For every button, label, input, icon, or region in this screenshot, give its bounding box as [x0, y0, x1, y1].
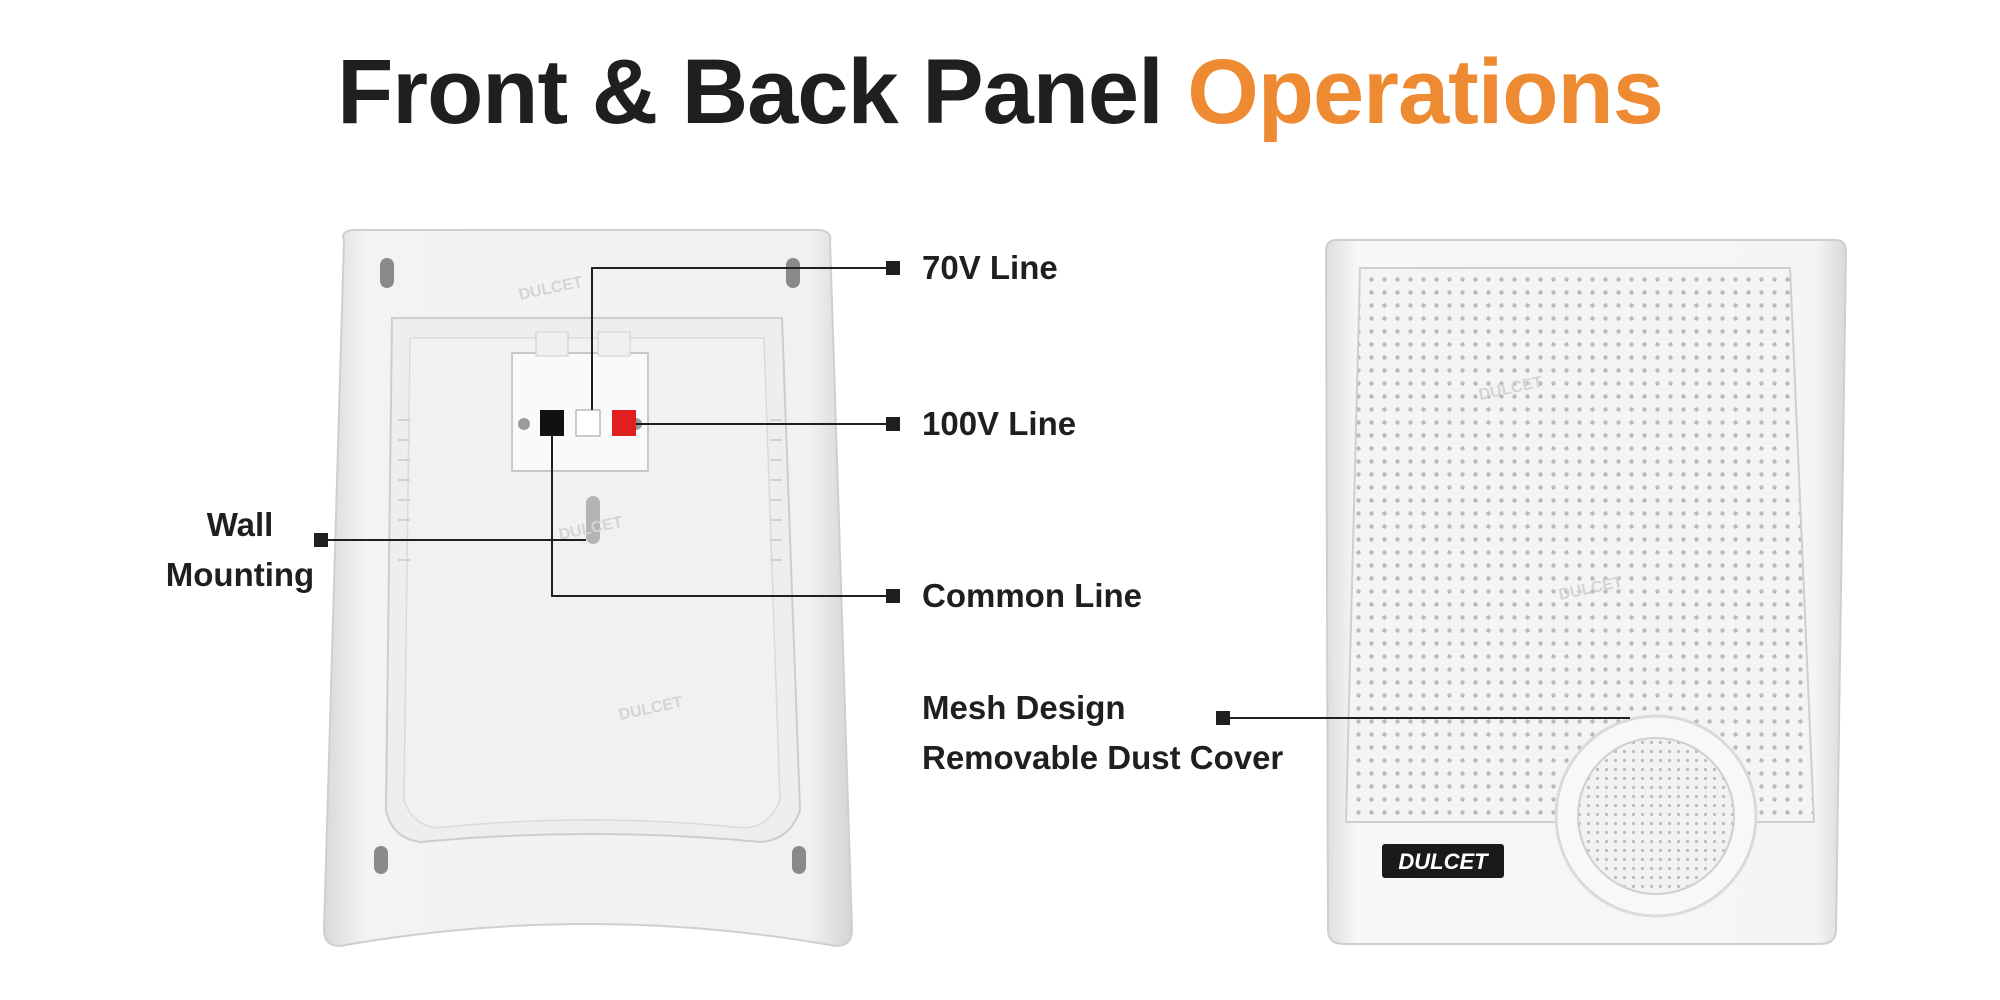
callout-common-line: Common Line — [922, 577, 1142, 614]
leader-70v — [591, 267, 892, 410]
callout-100v: 100V Line — [922, 405, 1077, 442]
mount-slot-bottom-right — [792, 846, 806, 874]
brand-badge — [1382, 844, 1504, 878]
callout-mesh: Mesh Design Removable Dust Cover — [922, 683, 1283, 783]
brand-badge-text: DULCET — [1398, 849, 1489, 874]
page-title: Front & Back Panel Operations — [0, 40, 2000, 145]
mount-slot-bottom-left — [374, 846, 388, 874]
callout-wall-mounting-line2: Mounting — [165, 556, 315, 593]
terminal-common — [540, 410, 564, 436]
title-accent: Operations — [1187, 41, 1664, 143]
tweeter-grille — [1577, 737, 1735, 895]
title-main: Front & Back Panel — [337, 41, 1164, 143]
square-bullet-icon — [1216, 711, 1230, 725]
callout-wall-mounting-line1: Wall — [206, 506, 274, 543]
square-bullet-icon — [886, 261, 900, 275]
square-bullet-icon — [314, 533, 328, 547]
square-bullet-icon — [886, 417, 900, 431]
mount-slot-top-right — [786, 258, 800, 288]
back-panel — [322, 229, 854, 948]
wall-mount-keyhole — [586, 496, 600, 544]
front-panel: DULCET — [1324, 239, 1848, 945]
mount-slot-top-left — [380, 258, 394, 288]
callout-mesh-line2: Removable Dust Cover — [922, 739, 1284, 776]
square-bullet-icon — [886, 589, 900, 603]
callout-70v: 70V Line — [922, 249, 1058, 286]
terminal-70v — [575, 409, 601, 437]
leader-lines — [324, 267, 1630, 719]
callout-wall-mounting: Wall Mounting — [150, 500, 330, 600]
leader-common — [551, 436, 892, 597]
terminal-100v — [612, 410, 636, 436]
mesh-grille — [1344, 267, 1816, 823]
callout-mesh-line1: Mesh Design — [922, 689, 1126, 726]
